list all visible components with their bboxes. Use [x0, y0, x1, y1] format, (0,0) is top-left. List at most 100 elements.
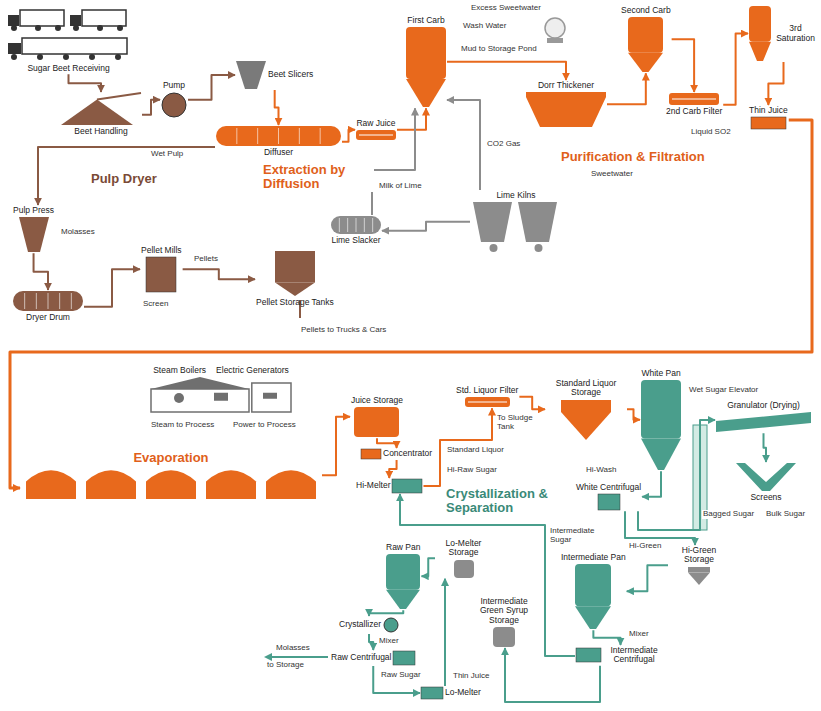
flow-label: Milk of Lime	[378, 182, 423, 191]
shape-part	[672, 99, 716, 100]
node-label: Pellet Storage Tanks	[256, 298, 334, 307]
node-label: Standard Liquor Storage	[546, 379, 626, 398]
equipment-node: Second Carb	[620, 5, 672, 73]
label-group: Thin Juice	[749, 106, 788, 115]
equipment-node: Hi-Green Storage	[668, 545, 730, 586]
equipment-node: Pellet Mills	[140, 245, 183, 293]
label-group: Screens	[750, 493, 781, 502]
flow-line	[447, 100, 480, 190]
shape-part	[19, 217, 49, 252]
heater-shape	[669, 93, 719, 105]
shape-part	[35, 25, 41, 31]
shape-part	[216, 126, 341, 146]
flow-line	[389, 460, 396, 478]
equipment-node: White Centrifugal	[575, 482, 642, 511]
shape-part	[89, 54, 95, 60]
box-shape	[751, 117, 786, 129]
label-group: Lime Slacker	[331, 236, 380, 245]
kilns-shape	[471, 202, 561, 252]
shape-part	[146, 470, 196, 499]
shape-part	[275, 251, 315, 283]
label-group: Dorr Thickener	[538, 81, 594, 90]
node-label: 3rd Saturation	[773, 24, 818, 43]
flow-label: Steam to Process	[150, 421, 215, 430]
shape-part	[331, 216, 381, 234]
shape-part	[406, 79, 446, 107]
equipment-node: Standard Liquor Storage	[545, 378, 627, 441]
equipment-node: Granulator (Drying)	[715, 400, 812, 433]
shape-part	[393, 651, 415, 665]
shape-part	[11, 25, 17, 31]
shape-part	[26, 470, 76, 499]
hopper-shape	[19, 217, 49, 252]
flow-label: Thin Juice	[452, 672, 490, 681]
flow-label: Hi-Raw Sugar	[446, 466, 498, 475]
equipment-node: Pump	[160, 80, 188, 119]
flow-line	[377, 438, 397, 448]
flow-label: Pulp Dryer	[90, 172, 158, 186]
drum-filter-base	[547, 38, 563, 43]
trucks-shape	[6, 6, 131, 62]
label-group: Intermediate Pan	[561, 553, 626, 562]
shape-part	[749, 42, 771, 61]
label-group: Standard Liquor Storage	[546, 379, 626, 398]
node-label: Pulp Press	[13, 206, 54, 215]
label-group: Beet Handling	[74, 127, 127, 136]
label-group: Intermediate Green Syrup Storage	[473, 597, 535, 625]
node-label: Pump	[163, 81, 185, 90]
slant-shape	[716, 412, 811, 432]
shape-part	[361, 449, 381, 459]
equipment-node: Intermediate Centrifugal	[575, 645, 666, 666]
shape-part	[20, 10, 64, 26]
shape-part	[22, 38, 127, 54]
flow-label: CO2 Gas	[486, 140, 521, 149]
shape-part	[70, 15, 81, 26]
box-shape	[393, 651, 415, 665]
flow-line	[764, 433, 767, 462]
node-label: Concentrator	[383, 449, 432, 458]
shape-part	[61, 99, 133, 125]
tank-shape	[354, 407, 399, 437]
label-group: White Pan	[641, 369, 680, 378]
label-group: Lime Kilns	[496, 191, 535, 200]
shape-part	[174, 393, 184, 403]
label-group: Evaporation	[133, 451, 208, 465]
shape-part	[214, 393, 228, 401]
flow-label: Extraction by Diffusion	[262, 163, 374, 192]
flow-label: Pellets to Trucks & Cars	[300, 326, 387, 335]
node-label: Hi-Melter	[356, 481, 390, 490]
shape-part	[598, 494, 620, 510]
hopper-shape	[236, 61, 266, 89]
shape-part	[252, 383, 291, 412]
label-group: Raw Pan	[386, 543, 421, 552]
label-group: Raw Centrifugal	[331, 653, 391, 662]
shape-part	[63, 54, 69, 60]
flow-label: Excess Sweetwater	[470, 4, 542, 13]
trough-shape	[526, 92, 606, 127]
node-label: White Pan	[641, 369, 680, 378]
label-group: Diffuser	[264, 148, 293, 157]
flow-line	[627, 409, 640, 419]
flow-label: Wash Water	[462, 22, 507, 31]
label-group: Lo-Melter	[445, 688, 481, 697]
flow-label: Pellets	[193, 255, 219, 264]
flow-label: Sweetwater	[590, 170, 634, 179]
tank-shape	[493, 627, 515, 647]
node-label: Crystallizer	[339, 620, 381, 629]
box-shape	[421, 687, 443, 699]
equipment-node: Beet Handling	[60, 92, 142, 137]
shape-part	[11, 54, 17, 60]
shape-part	[575, 607, 611, 630]
equipment-node: 3rd Saturation	[748, 5, 819, 62]
equipment-node: Thin Juice	[748, 105, 789, 130]
shape-part	[392, 479, 422, 493]
shape-part	[151, 377, 249, 389]
node-label: Intermediate Centrifugal	[603, 646, 665, 665]
flow-line	[627, 565, 668, 591]
flow-line	[142, 100, 160, 115]
label-group: Steam BoilersElectric Generators	[153, 366, 289, 375]
label-group: Intermediate Centrifugal	[603, 646, 665, 665]
label-group: Crystallizer	[339, 620, 381, 629]
flow-line	[183, 269, 255, 279]
shape-part	[86, 470, 136, 499]
